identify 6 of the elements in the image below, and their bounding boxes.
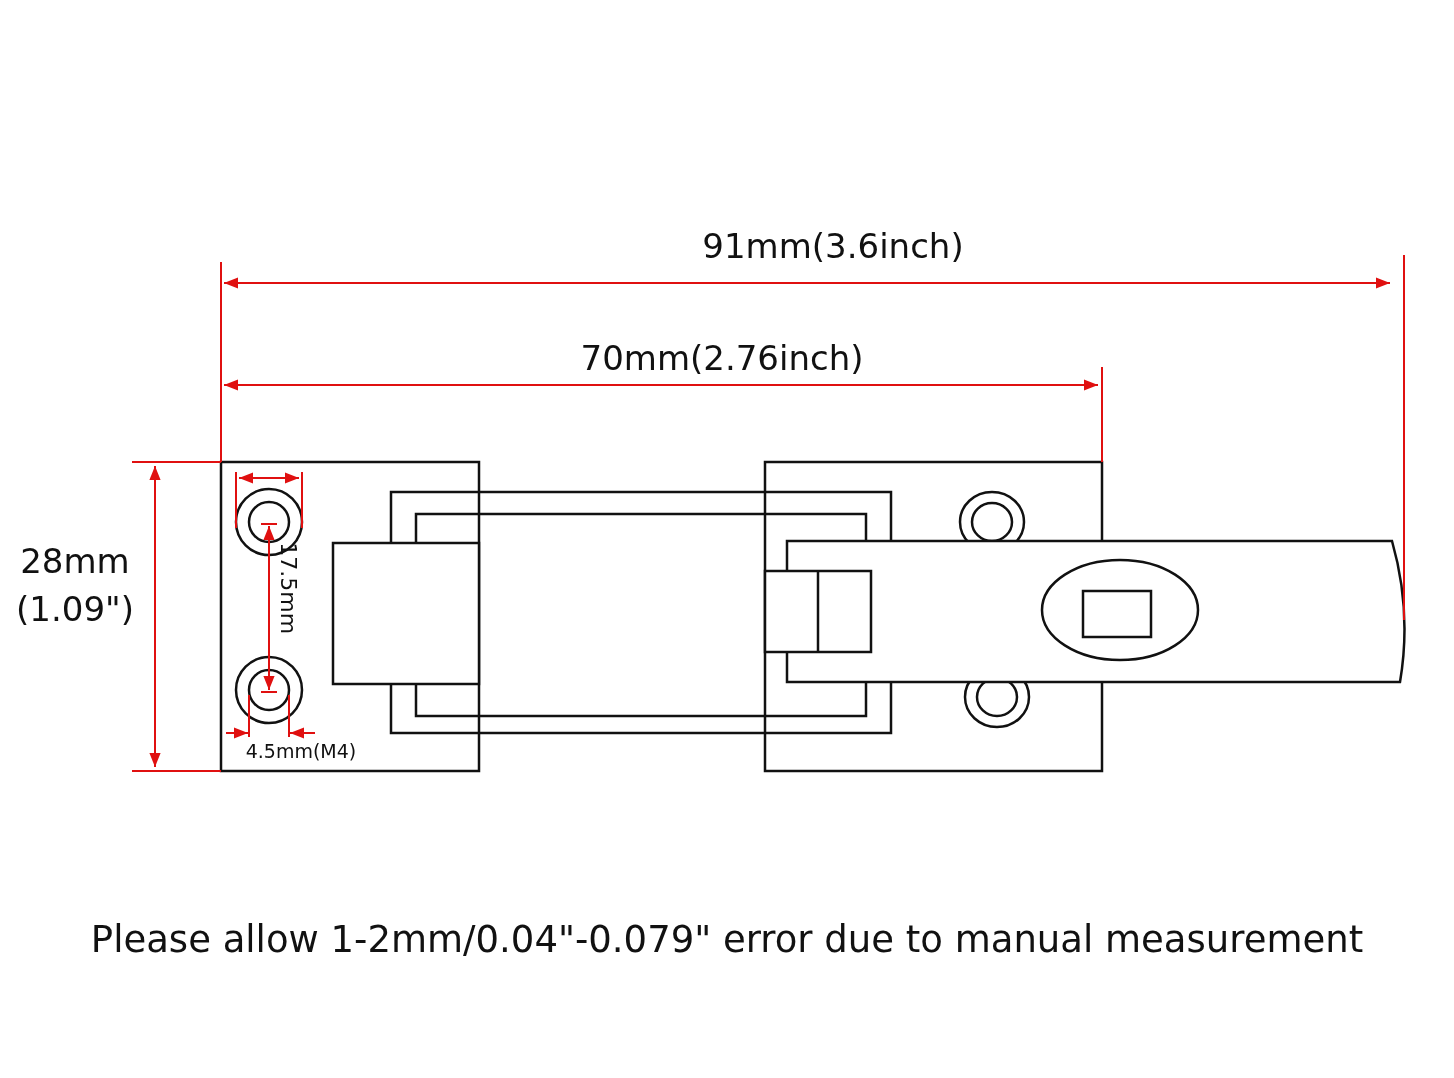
dimension-label: 70mm(2.76inch) [579, 338, 865, 379]
dimension-label: 17.5mm [275, 541, 302, 637]
dimension-label: 4.5mm(M4) [244, 740, 358, 763]
dimension-label: 91mm(3.6inch) [701, 226, 965, 267]
dimension-label: 28mm (1.09") [15, 540, 135, 631]
caption: Please allow 1-2mm/0.04"-0.079" error due to manual measurement [89, 918, 1365, 961]
